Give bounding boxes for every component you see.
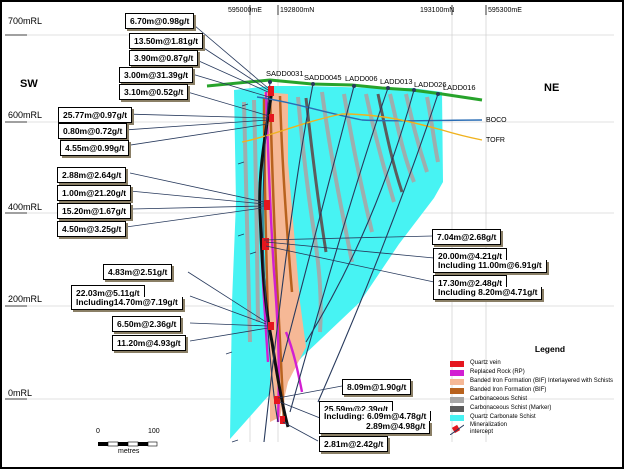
marker-unit (258, 89, 290, 428)
grade-label: 25.59m@2.39g/t (319, 401, 394, 414)
grade-label: Including 11.00m@6.91g/t (433, 260, 547, 273)
scale-bar: 0 100 metres (96, 428, 160, 455)
frame-ticks (5, 5, 487, 400)
elevation-0: 0mRL (8, 388, 33, 398)
legend-item: Mineralization intercept (449, 422, 620, 436)
grade-label: 22.03m@5.11g/t (71, 285, 145, 298)
legend-swatch (450, 414, 464, 421)
legend-swatch (450, 387, 464, 394)
elevation-400: 400mRL (8, 202, 43, 212)
drill-traces (262, 81, 439, 443)
grade-label: 6.50m@2.36g/t (112, 316, 182, 332)
carbonaceous-marker-bands (304, 93, 404, 253)
legend-label: Banded Iron Formation (BIF) Interlayered… (470, 378, 614, 384)
grade-label: 4.83m@2.51g/t (103, 264, 173, 280)
legend-item: Banded Iron Formation (BIF) (450, 386, 620, 395)
legend-item: Quartz vein (450, 359, 620, 368)
legend-label: Banded Iron Formation (BIF) (470, 387, 547, 393)
collars (268, 80, 440, 96)
legend-swatch (450, 378, 464, 385)
legend-item: Quartz Carbonate Schist (450, 413, 620, 422)
grade-label: 20.00m@4.21g/t (433, 248, 508, 261)
legend-item: Banded Iron Formation (BIF) Interlayered… (450, 377, 620, 386)
grade-label: 3.10m@0.52g/t (119, 84, 189, 100)
grade-label: 17.30m@2.48g/t (433, 275, 508, 288)
boco-surface (256, 96, 483, 122)
legend-item: Replaced Rock (RP) (450, 368, 620, 377)
direction-ne: NE (544, 82, 560, 94)
legend-swatch (450, 405, 464, 412)
grade-label: 0.80m@0.72g/t (58, 123, 128, 139)
grade-label: 2.89m@4.98g/t (319, 421, 431, 434)
tofr-label: TOFR (486, 137, 505, 144)
legend-label: Carbonaceous Schist (470, 396, 528, 402)
grade-label: 2.81m@2.42g/t (319, 436, 389, 452)
legend-title: Legend (534, 344, 566, 354)
grade-label: Including 8.20m@4.71g/t (433, 287, 543, 300)
scale-end: 100 (148, 428, 160, 435)
hole-ladd013: LADD013 (380, 77, 413, 86)
legend-label: Mineralization intercept (470, 422, 508, 435)
scale-bar-graphic (98, 441, 158, 447)
scale-start: 0 (96, 428, 100, 435)
coord-595300: 595300mE (488, 7, 522, 14)
grade-label: 6.70m@0.98g/t (125, 13, 195, 29)
grade-label: 4.50m@3.25g/t (57, 221, 127, 237)
boco-label: BOCO (486, 117, 507, 124)
grade-label: 15.20m@1.67g/t (57, 203, 132, 219)
hole-ladd016: LADD016 (443, 83, 476, 92)
hole-ladd006: LADD006 (345, 74, 378, 83)
coord-193100: 193100mN (420, 7, 455, 14)
elevation-700: 700mRL (8, 16, 43, 26)
tofr-surface (241, 113, 483, 143)
grade-label: 11.20m@4.93g/t (112, 335, 186, 351)
direction-sw: SW (20, 78, 38, 90)
bif-schist-zone (264, 92, 306, 422)
grade-label: 4.55m@0.99g/t (60, 140, 130, 156)
grade-label: Including14.70m@7.19g/t (71, 297, 183, 310)
grade-label: 25.77m@0.97g/t (58, 107, 133, 123)
grade-label: 1.00m@21.20g/t (57, 185, 132, 201)
mineralization-intercepts (262, 86, 285, 424)
legend-label: Carbonaceous Schist (Marker) (470, 405, 552, 411)
legend: Legend Quartz vein Replaced Rock (RP) Ba… (449, 344, 620, 436)
legend-label: Quartz Carbonate Schist (470, 414, 536, 420)
grade-label: 8.09m@1.90g/t (342, 379, 412, 395)
grade-label: 2.88m@2.64g/t (57, 167, 127, 183)
hole-sadd0045: SADD0045 (304, 73, 342, 82)
grade-label: 13.50m@1.81g/t (129, 33, 204, 49)
mineralization-intercept-icon (449, 423, 465, 436)
legend-item: Carbonaceous Schist (Marker) (450, 404, 620, 413)
hole-ladd026: LADD026 (414, 80, 447, 89)
grade-label: 3.90m@0.87g/t (129, 50, 199, 66)
coord-192800: 192800mN (280, 7, 315, 14)
grade-label: Including: 6.09m@4.78g/t (319, 411, 432, 421)
legend-swatch (450, 360, 464, 367)
grade-label: 3.00m@31.39g/t (119, 67, 194, 83)
coord-595000: 595000mE (228, 7, 262, 14)
legend-item: Carbonaceous Schist (450, 395, 620, 404)
legend-swatch (450, 369, 464, 376)
grade-label: 7.04m@2.68g/t (432, 229, 502, 245)
elevation-200: 200mRL (8, 294, 43, 304)
legend-label: Quartz vein (470, 360, 501, 366)
legend-label: Replaced Rock (RP) (470, 369, 525, 375)
depth-ticks (225, 103, 257, 443)
scale-unit: metres (118, 448, 140, 455)
hole-sadd0031: SADD0031 (266, 69, 304, 78)
legend-swatch (450, 396, 464, 403)
elevation-600: 600mRL (8, 110, 43, 120)
